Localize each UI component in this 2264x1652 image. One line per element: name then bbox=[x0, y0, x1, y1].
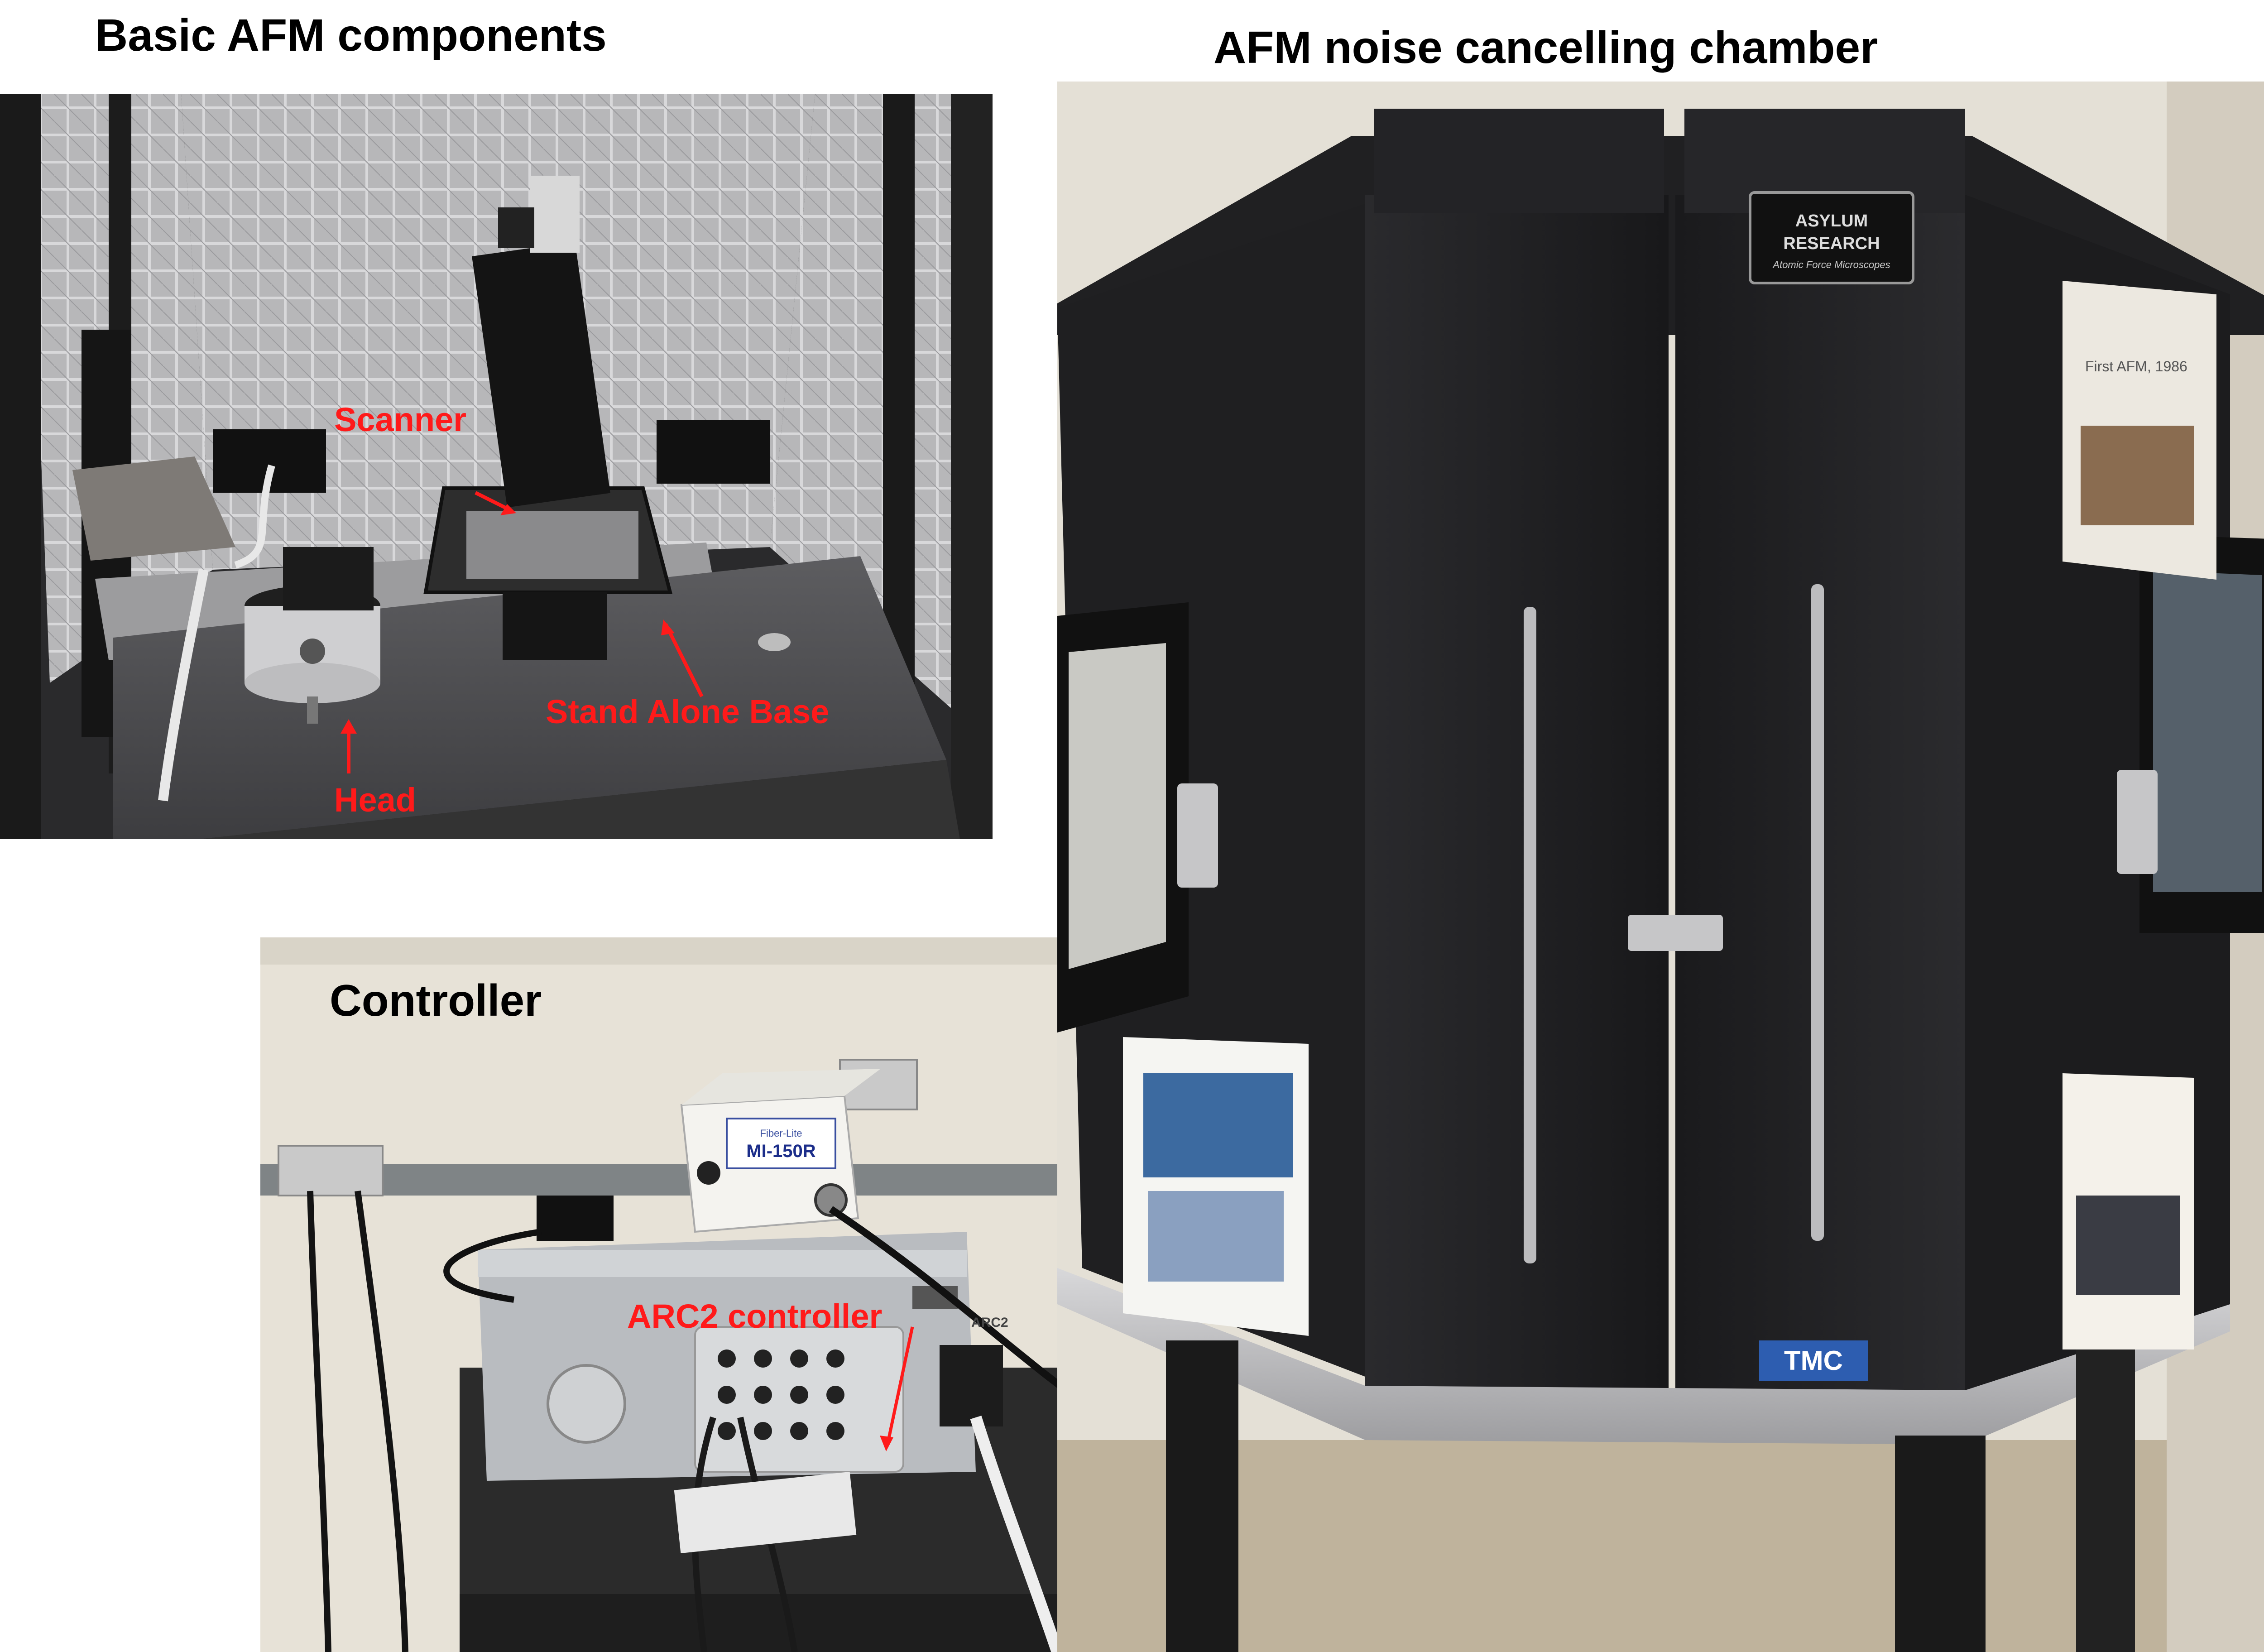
chamber-photo: ASYLUM RESEARCH Atomic Force Microscopes… bbox=[1057, 82, 2264, 1652]
asylum-tagline: Atomic Force Microscopes bbox=[1772, 259, 1890, 270]
first-afm-poster-text: First AFM, 1986 bbox=[2085, 358, 2187, 375]
chamber-title: AFM noise cancelling chamber bbox=[1214, 22, 1878, 73]
controller-photo: Fiber-Lite MI-150R ARC2 bbox=[260, 937, 1103, 1652]
arc2-badge-text: ARC2 bbox=[971, 1315, 1008, 1330]
asylum-brand-line2: RESEARCH bbox=[1783, 234, 1880, 253]
basic-components-title: Basic AFM components bbox=[95, 10, 607, 61]
tmc-logo-text: TMC bbox=[1784, 1345, 1843, 1376]
light-source-model-text: MI-150R bbox=[746, 1141, 815, 1161]
head-label: Head bbox=[334, 781, 416, 819]
stand-alone-base-label: Stand Alone Base bbox=[546, 693, 830, 730]
arc2-controller-label: ARC2 controller bbox=[627, 1297, 883, 1335]
controller-title: Controller bbox=[330, 975, 542, 1025]
basic-afm-photo bbox=[0, 94, 993, 839]
scanner-label: Scanner bbox=[334, 401, 467, 438]
light-source-brand-text: Fiber-Lite bbox=[760, 1128, 802, 1139]
asylum-brand-line1: ASYLUM bbox=[1795, 211, 1868, 231]
